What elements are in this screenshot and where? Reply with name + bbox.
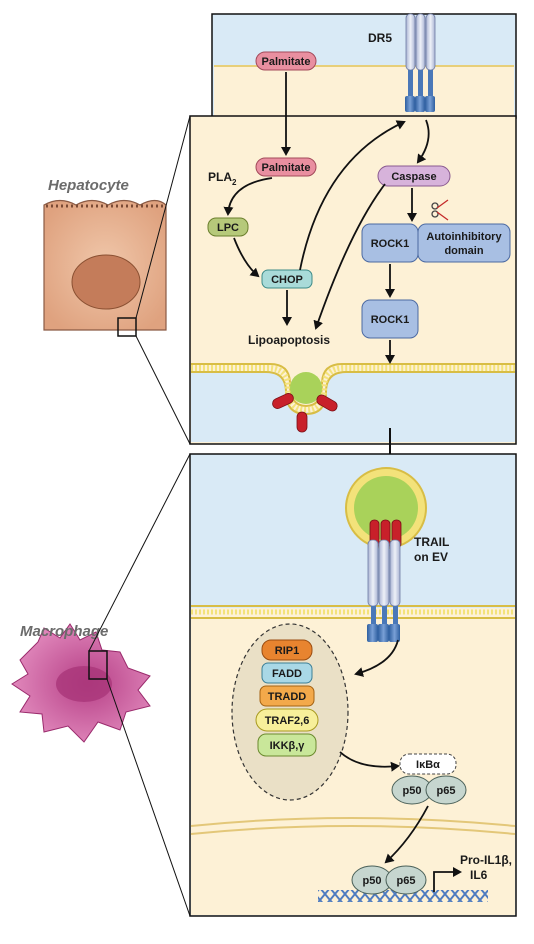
macrophage-cell bbox=[11, 623, 151, 743]
dr5-label: DR5 bbox=[368, 31, 392, 45]
hepatocyte-label: Hepatocyte bbox=[48, 177, 129, 194]
dr5-receptor-macrophage bbox=[367, 539, 401, 642]
palmitate-out-node bbox=[255, 51, 317, 71]
palmitate-in-node bbox=[255, 157, 317, 177]
palmitate-out-label: Palmitate bbox=[262, 56, 311, 68]
tradd-label: TRADD bbox=[268, 691, 307, 703]
autoinhibitory-domain-node bbox=[417, 223, 511, 263]
bottom-panel bbox=[189, 453, 517, 917]
macrophage-label: Macrophage bbox=[20, 623, 108, 640]
rip1-node bbox=[261, 639, 313, 661]
macrophage-zoom-box bbox=[88, 650, 108, 680]
caspase-node bbox=[377, 165, 451, 187]
ikk-node bbox=[257, 733, 317, 757]
zoom-connectors bbox=[88, 115, 191, 917]
scissors-icon bbox=[431, 199, 449, 221]
lpc-label: LPC bbox=[217, 222, 239, 234]
top-panel bbox=[189, 13, 517, 445]
rock1-cleaved-node bbox=[361, 299, 419, 339]
pla2-label: PLA2 bbox=[208, 170, 237, 187]
autoinhibitory-label-2: domain bbox=[444, 245, 483, 257]
trail-ligands-top bbox=[272, 393, 338, 433]
fadd-node bbox=[261, 662, 313, 684]
ikk-label: IKKβ,γ bbox=[270, 740, 306, 752]
fadd-label: FADD bbox=[272, 668, 302, 680]
p50-label: p50 bbox=[403, 785, 422, 797]
traf-node bbox=[255, 708, 319, 732]
rock1-cleaved-label: ROCK1 bbox=[371, 314, 410, 326]
p65-nuclear-label: p65 bbox=[397, 875, 416, 887]
top-arrows bbox=[223, 72, 430, 364]
output-label-2: IL6 bbox=[470, 868, 488, 882]
tradd-node bbox=[259, 685, 315, 707]
trail-label-1: TRAIL bbox=[414, 535, 449, 549]
ikba-label: IκBα bbox=[416, 759, 440, 771]
p65-node bbox=[425, 775, 467, 805]
hepatocyte-cell bbox=[43, 199, 167, 337]
autoinhibitory-label-1: Autoinhibitory bbox=[426, 231, 502, 243]
rock1-label: ROCK1 bbox=[371, 238, 410, 250]
p65-nuclear-node bbox=[385, 865, 427, 895]
output-label-1: Pro-IL1β, bbox=[460, 853, 512, 867]
bottom-arrows bbox=[339, 639, 462, 892]
dr5-receptor bbox=[405, 13, 436, 112]
rip1-label: RIP1 bbox=[275, 645, 299, 657]
lipoapoptosis-label: Lipoapoptosis bbox=[248, 333, 330, 347]
p65-label: p65 bbox=[437, 785, 456, 797]
extracellular-vesicle bbox=[345, 467, 427, 549]
p50-nuclear-label: p50 bbox=[363, 875, 382, 887]
lpc-node bbox=[207, 217, 249, 237]
chop-label: CHOP bbox=[271, 274, 303, 286]
chop-node bbox=[261, 269, 313, 289]
dna-strand bbox=[318, 890, 488, 902]
trail-label-2: on EV bbox=[414, 550, 448, 564]
hepatocyte-zoom-box bbox=[117, 317, 137, 337]
palmitate-in-label: Palmitate bbox=[262, 162, 311, 174]
caspase-label: Caspase bbox=[391, 171, 436, 183]
traf-label: TRAF2,6 bbox=[265, 715, 310, 727]
ikba-node bbox=[399, 753, 457, 775]
